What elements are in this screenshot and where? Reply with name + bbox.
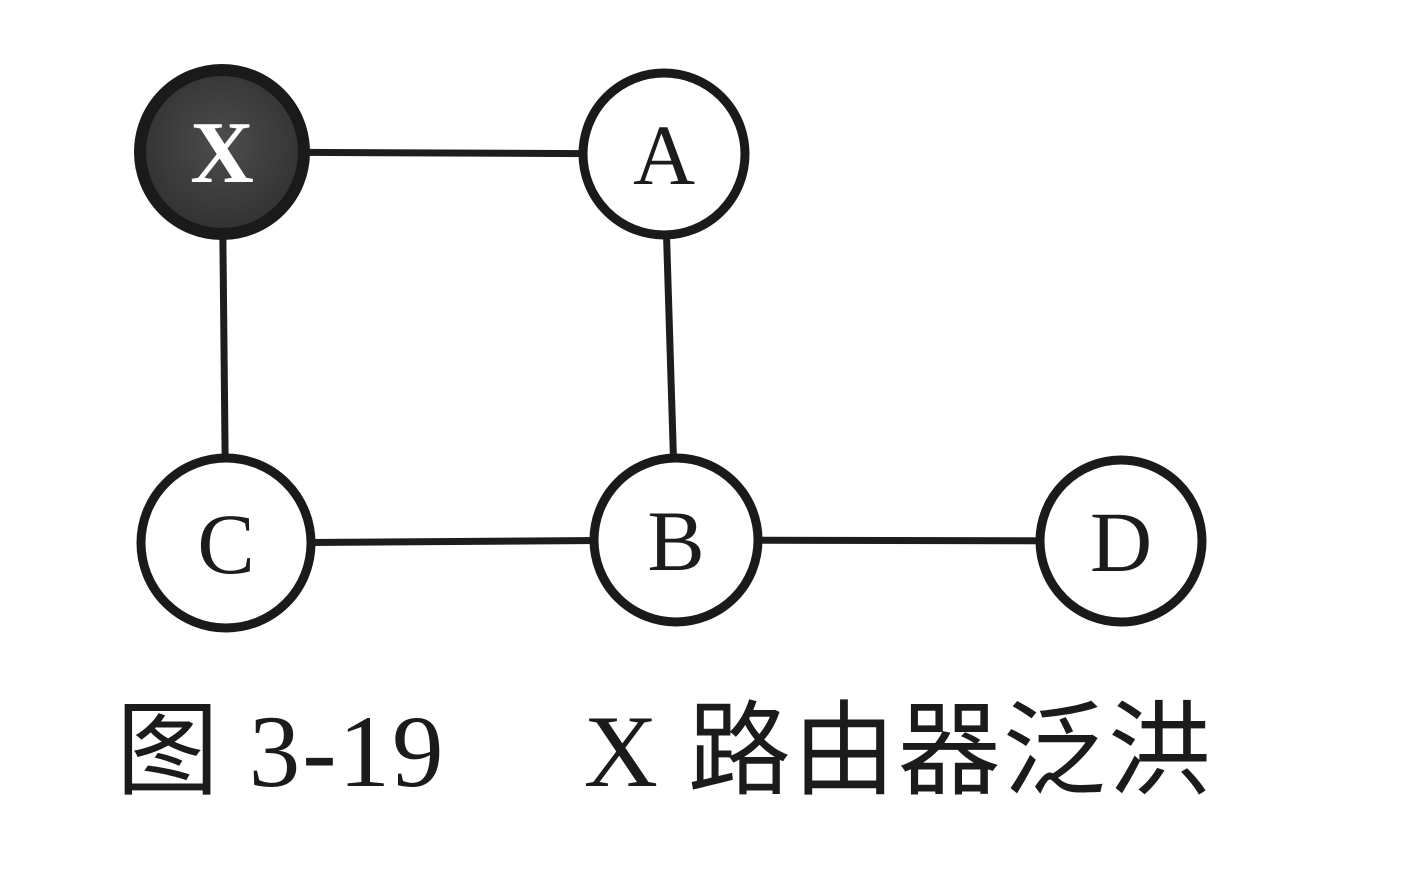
node-C: C: [136, 453, 316, 633]
figure-title: X 路由器泛洪: [583, 695, 1213, 809]
node-C-label: C: [197, 496, 254, 592]
node-D: D: [1035, 455, 1207, 627]
node-B-circle: [589, 453, 763, 627]
node-X-label: X: [190, 105, 254, 202]
figure-number-label: 图 3-19: [116, 695, 446, 809]
node-A: A: [578, 68, 750, 240]
node-X: X: [134, 64, 310, 240]
node-B: B: [589, 453, 763, 627]
node-X-circle: [134, 64, 310, 240]
topology-diagram: X A C B D: [134, 64, 1207, 633]
node-A-label: A: [633, 107, 695, 203]
figure-caption: 图 3-19 X 路由器泛洪: [116, 682, 1356, 832]
node-D-circle: [1035, 455, 1207, 627]
node-B-label: B: [647, 493, 704, 589]
node-C-circle: [136, 453, 316, 633]
node-A-circle: [578, 68, 750, 240]
node-D-label: D: [1090, 494, 1152, 590]
